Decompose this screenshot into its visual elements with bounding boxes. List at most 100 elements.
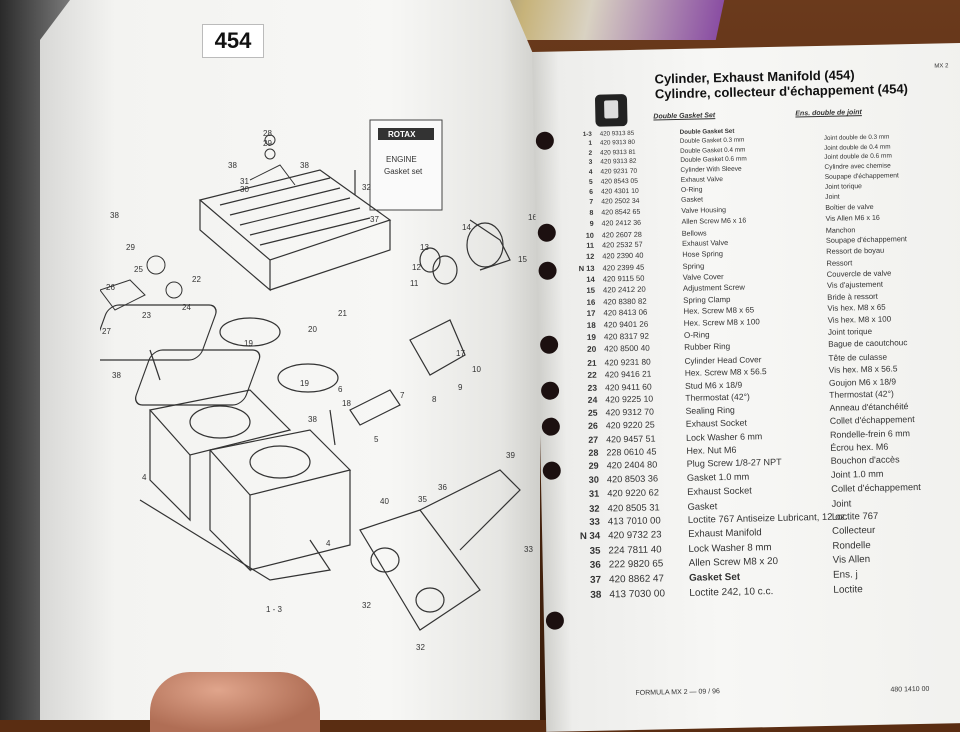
part-description-french: Soupape d'échappement [824,172,899,181]
svg-text:36: 36 [438,483,447,492]
part-description: Double Gasket 0.6 mm [680,155,747,165]
part-code: 420 8500 40 [604,343,650,354]
part-code: 420 2412 20 [602,284,646,295]
card-brand: ROTAX [388,130,416,139]
part-code: 413 7030 00 [609,587,666,601]
part-description: Loctite 767 Antiseize Lubricant, 12 oz. [687,511,848,526]
part-description-french: Anneau d'étanchéité [829,401,909,414]
part-description-french: Collecteur [831,525,876,537]
part-number-index: 6 [589,188,594,196]
part-code: 228 0610 45 [606,446,657,458]
svg-text:10: 10 [472,365,481,374]
page-number: 454 [202,24,264,58]
svg-text:1 - 3: 1 - 3 [266,605,283,614]
part-code: 420 9401 26 [603,319,649,330]
column-heading-french: Ens. double de joint [795,109,862,118]
part-code: 420 2399 45 [602,262,645,273]
exhaust-manifold [359,469,521,631]
binder-hole [538,261,557,280]
part-code: 420 8380 82 [603,296,647,307]
svg-text:15: 15 [518,255,527,264]
part-description: Spring Clamp [683,294,731,305]
svg-text:32: 32 [362,183,371,192]
footer-model-date: FORMULA MX 2 — 09 / 96 [635,688,720,697]
column-heading-english: Double Gasket Set [653,112,716,121]
part-description: Exhaust Socket [687,485,752,497]
part-description: Double Gasket 0.4 mm [680,146,746,155]
part-code: 222 9820 65 [608,558,664,571]
part-code: 420 4301 10 [600,187,639,196]
part-code: 420 8542 65 [601,208,641,217]
binder-hole [541,417,561,436]
part-description-french: Joint 1.0 mm [830,468,884,480]
svg-text:38: 38 [110,211,119,220]
part-description: Cylinder With Sleeve [680,165,742,174]
part-description: Sealing Ring [685,405,735,417]
svg-text:13: 13 [420,243,429,252]
svg-text:32: 32 [416,643,425,652]
part-description: Exhaust Socket [685,417,748,430]
part-number-index: 25 [587,408,598,419]
part-description-french: Soupape d'échappement [825,234,908,246]
part-number-index: 20 [587,345,597,355]
part-code: 420 2390 40 [602,251,644,261]
part-description-french: Tête de culasse [828,351,888,363]
part-description: Valve Cover [682,271,724,282]
svg-text:7: 7 [400,391,405,400]
svg-text:35: 35 [418,495,427,504]
part-description: Hex. Screw M8 x 56.5 [684,366,767,378]
part-code: 420 2607 28 [601,229,642,240]
part-number-index: N 34 [579,530,601,543]
part-description-french: Joint double de 0.6 mm [824,152,892,162]
gasket-set-card: ROTAX ENGINE Gasket set 37 [369,119,443,224]
part-description-french: Écrou hex. M6 [830,441,889,453]
part-code: 420 2532 57 [601,240,643,251]
part-description-french: Rondelle [832,539,871,552]
svg-text:21: 21 [338,309,347,318]
part-description-french: Joint torique [827,327,873,338]
part-code: 420 8543 05 [600,177,639,186]
part-number-index: 30 [588,474,600,485]
part-number-index: 26 [587,421,598,432]
part-number-index: 27 [588,434,599,445]
part-description-french: Vis d'ajustement [826,279,884,291]
part-code: 420 2412 36 [601,218,642,228]
svg-text:31: 31 [240,177,249,186]
part-description: Double Gasket Set [679,127,735,136]
svg-text:23: 23 [142,311,151,320]
part-number-index: 3 [588,159,593,167]
part-description-french: Joint [825,193,840,202]
part-number-index: 14 [586,274,595,284]
exploded-parts-diagram: ROTAX ENGINE Gasket set 37 [100,119,537,652]
part-number-index: 1-3 [582,130,592,138]
part-number-index: 16 [586,297,596,307]
engine-section-icon [594,94,628,127]
part-code: 420 8505 31 [607,501,660,514]
part-description-french: Vis hex. M8 x 65 [827,303,886,314]
part-code: 420 2502 34 [601,197,640,206]
part-description: Loctite 242, 10 c.c. [689,585,774,599]
svg-text:5: 5 [374,435,379,444]
part-description: Gasket [681,196,704,205]
part-code: 420 9220 25 [605,419,655,431]
svg-text:8: 8 [432,395,437,404]
part-code: 420 9416 21 [604,368,652,380]
part-description: Gasket 1.0 mm [686,471,750,483]
part-description-french: Bouchon d'accès [830,454,900,467]
part-description: Hex. Screw M8 x 100 [683,317,760,329]
part-code: 420 9457 51 [606,433,656,445]
part-number-index: 29 [588,461,599,472]
model-code: MX 2 [934,63,949,70]
part-number-index: 19 [586,332,597,343]
part-description-french: Vis Allen [832,554,871,566]
part-description: Rubber Ring [684,342,731,353]
rubber-rings [100,304,339,406]
binder-hole [537,223,556,242]
svg-text:22: 22 [192,275,201,284]
part-description-french: Ens. j [832,569,858,581]
part-number-index: 8 [589,209,594,217]
part-description-french: Couvercle de valve [826,268,892,279]
part-description-french: Ressort [826,257,853,268]
part-description: Hex. Nut M6 [686,444,737,456]
